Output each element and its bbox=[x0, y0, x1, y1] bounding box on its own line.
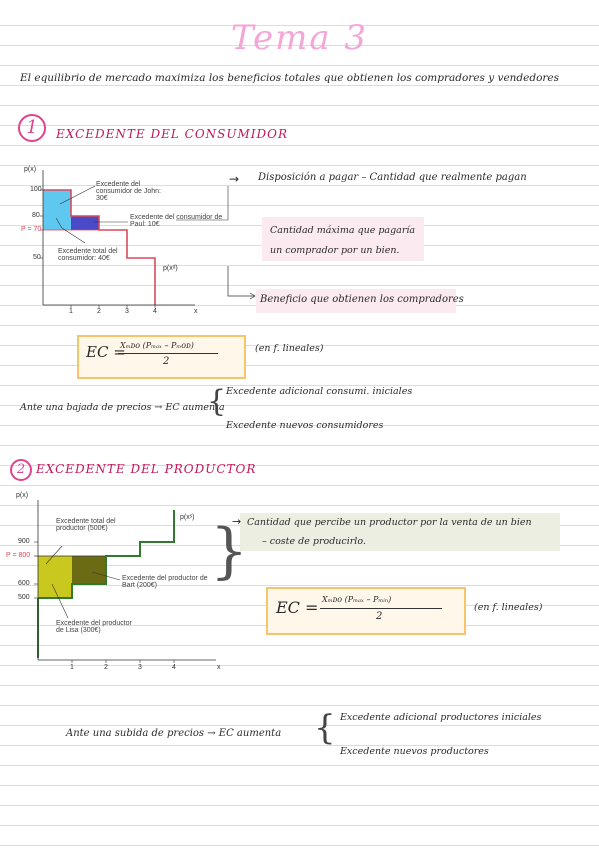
producer-x-tick-4: 4 bbox=[172, 664, 176, 671]
producer-formula-note: (en f. lineales) bbox=[474, 602, 543, 613]
producer-x-tick-3: 3 bbox=[138, 664, 142, 671]
bart-surplus-label: Excedente del productor de Bart (200€) bbox=[122, 575, 208, 589]
producer-formula-lhs: EC = bbox=[276, 598, 319, 617]
subida-lead: Ante una subida de precios → EC aumenta bbox=[66, 728, 282, 739]
lisa-surplus-area bbox=[38, 556, 72, 598]
definition-box-consumer bbox=[262, 217, 424, 261]
producer-y-tick-900: 900 bbox=[18, 538, 30, 545]
consumer-x-tick-4: 4 bbox=[153, 308, 157, 315]
consumer-x-tick-3: 3 bbox=[125, 308, 129, 315]
brace-icon: { bbox=[207, 384, 227, 419]
consumer-x-axis-label: x bbox=[194, 308, 198, 315]
consumer-formula-box bbox=[77, 335, 246, 379]
section-2-heading: EXCEDENTE DEL PRODUCTOR bbox=[36, 462, 257, 476]
lisa-surplus-label: Excedente del productor de Lisa (300€) bbox=[56, 620, 132, 634]
consumer-y-tick-100: 100 bbox=[30, 186, 42, 193]
producer-x-axis-label: x bbox=[217, 664, 221, 671]
consumer-surplus-graph bbox=[40, 170, 229, 308]
producer-x-tick-2: 2 bbox=[104, 664, 108, 671]
producer-y-axis-label: p(x) bbox=[16, 492, 29, 499]
consumer-x-tick-1: 1 bbox=[69, 308, 73, 315]
bajada-option-1: Excedente adicional consumi. iniciales bbox=[226, 386, 413, 397]
producer-formula-denominator: 2 bbox=[376, 611, 383, 622]
consumer-formula-lhs: EC = bbox=[86, 343, 126, 361]
disposicion-note: Disposición a pagar – Cantidad que realm… bbox=[258, 172, 527, 183]
paul-surplus-area bbox=[71, 216, 99, 230]
producer-y-tick-price: P = 800 bbox=[6, 552, 31, 559]
consumer-formula-numerator: Xₘᴅᴏ (Pₘₐₓ – Pₘᴏᴅ) bbox=[120, 341, 194, 350]
producer-formula-bar bbox=[320, 608, 442, 609]
bajada-lead: Ante una bajada de precios → EC aumenta bbox=[20, 402, 225, 413]
bajada-option-2: Excedente nuevos consumidores bbox=[226, 420, 384, 431]
consumer-y-tick-50: 50 bbox=[33, 254, 41, 261]
arrow-icon: → bbox=[232, 515, 242, 528]
section-2-number: 2 bbox=[10, 459, 32, 481]
producer-x-tick-1: 1 bbox=[70, 664, 74, 671]
supply-curve bbox=[38, 510, 175, 599]
consumer-y-tick-80: 80 bbox=[32, 212, 40, 219]
producer-surplus-graph bbox=[34, 500, 216, 663]
producer-definition-line-2: – coste de producirlo. bbox=[262, 536, 366, 547]
demand-curve-label: p(xᵈ) bbox=[163, 265, 178, 272]
producer-y-tick-500: 500 bbox=[18, 594, 30, 601]
producer-formula-numerator: Xₘᴅᴏ (Pₘₐₓ – Pₘᵢₙ) bbox=[322, 595, 392, 604]
section-1-number: 1 bbox=[18, 114, 46, 142]
arrow-icon: → bbox=[229, 172, 240, 186]
subida-option-2: Excedente nuevos productores bbox=[340, 746, 489, 757]
definition-box-producer bbox=[240, 513, 560, 551]
connector-beneficio bbox=[227, 266, 256, 300]
consumer-formula-bar bbox=[118, 353, 218, 354]
page-title: Tema 3 bbox=[230, 18, 369, 58]
subida-option-1: Excedente adicional productores iniciale… bbox=[340, 712, 542, 723]
total-consumer-surplus-label: Excedente total del consumidor: 40€ bbox=[58, 248, 118, 262]
beneficio-note: Beneficio que obtienen los compradores bbox=[260, 294, 464, 305]
consumer-y-tick-price: P = 70 bbox=[21, 226, 42, 233]
definition-line-1: Cantidad máxima que pagaría bbox=[270, 225, 416, 236]
john-surplus-area bbox=[43, 190, 71, 230]
bart-surplus-area bbox=[72, 556, 106, 584]
consumer-x-tick-2: 2 bbox=[97, 308, 101, 315]
section-1-heading: EXCEDENTE DEL CONSUMIDOR bbox=[56, 127, 289, 141]
brace-icon: { bbox=[314, 708, 336, 748]
intro-text: El equilibrio de mercado maximiza los be… bbox=[20, 72, 560, 84]
beneficio-highlight bbox=[256, 289, 456, 313]
consumer-formula-note: (en f. lineales) bbox=[255, 343, 324, 354]
producer-y-tick-600: 600 bbox=[18, 580, 30, 587]
consumer-y-axis-label: p(x) bbox=[24, 166, 37, 173]
definition-line-2: un comprador por un bien. bbox=[270, 245, 400, 256]
total-producer-surplus-label: Excedente total del productor (500€) bbox=[56, 518, 116, 532]
producer-formula-box bbox=[266, 587, 466, 635]
supply-curve-label: p(xˢ) bbox=[180, 514, 195, 521]
consumer-formula-denominator: 2 bbox=[163, 356, 170, 367]
paul-surplus-label: Excedente del consumidor de Paul: 10€ bbox=[130, 214, 223, 228]
john-surplus-label: Excedente del consumidor de John: 30€ bbox=[96, 181, 161, 202]
producer-definition-line-1: Cantidad que percibe un productor por la… bbox=[247, 517, 532, 528]
